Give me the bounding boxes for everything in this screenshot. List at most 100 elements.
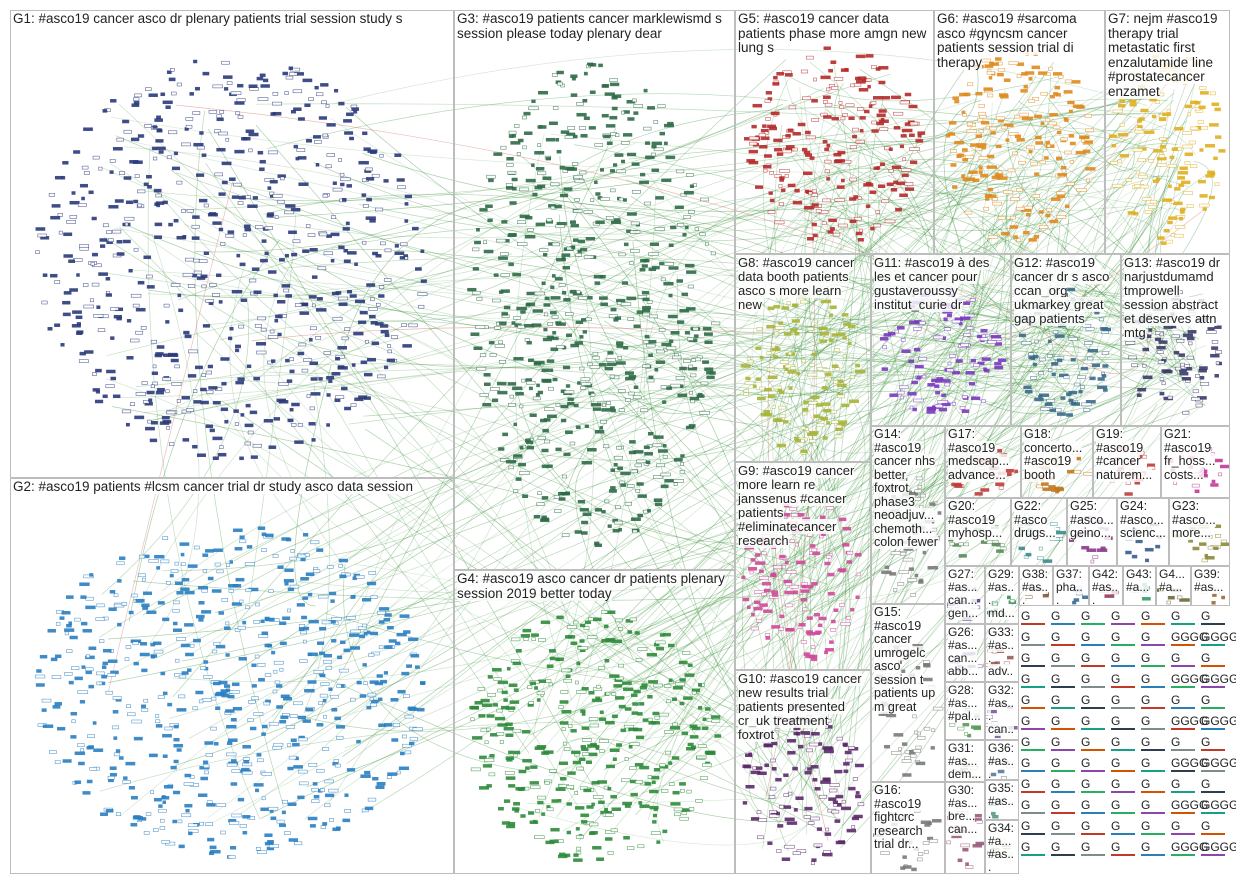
node [212, 400, 221, 405]
edge [239, 421, 538, 815]
node [95, 368, 102, 373]
edge [144, 145, 868, 414]
node [97, 328, 106, 332]
cell-g8: G8: #asco19 cancer data booth patients a… [735, 254, 871, 462]
node [326, 123, 336, 127]
node [208, 386, 218, 390]
node [260, 327, 267, 332]
node [254, 324, 262, 328]
node [92, 252, 98, 257]
edge [575, 460, 635, 661]
group-label-g18: G18: concerto... #asco19 booth [1024, 427, 1083, 482]
edge [830, 375, 1053, 769]
node [290, 208, 301, 212]
node [235, 344, 241, 349]
node [417, 292, 428, 296]
node [69, 288, 78, 292]
node [102, 109, 108, 113]
micro-group-label: G [1081, 840, 1090, 854]
micro-group-mark [1051, 854, 1075, 856]
node [106, 369, 116, 374]
micro-group-mark [1171, 665, 1195, 667]
node [63, 254, 73, 258]
micro-group-label: G [1081, 630, 1090, 644]
micro-group-label: G [1111, 714, 1120, 728]
node [343, 248, 348, 253]
micro-group-label: G [1021, 630, 1030, 644]
edge [348, 370, 1081, 425]
node [248, 148, 253, 153]
micro-group-mark [1051, 749, 1075, 751]
node [340, 182, 345, 187]
edge [858, 98, 1168, 191]
micro-group-mark [1171, 791, 1195, 793]
micro-group-label: G [1051, 777, 1060, 791]
micro-group-label: G [1111, 672, 1120, 686]
node [379, 324, 389, 328]
micro-group-label: G [1141, 714, 1150, 728]
node [47, 327, 53, 331]
node [205, 299, 214, 303]
edge [803, 168, 996, 194]
node [201, 373, 206, 377]
edge [538, 336, 929, 674]
micro-group-mark [1201, 770, 1225, 772]
edge [347, 132, 867, 559]
node [154, 235, 163, 239]
node [112, 394, 121, 399]
edge [223, 317, 800, 681]
node [320, 83, 329, 87]
node [372, 251, 379, 256]
edge [609, 170, 1053, 334]
edge [560, 735, 776, 821]
node [297, 117, 305, 121]
node [354, 262, 358, 266]
group-label-g8: G8: #asco19 cancer data booth patients a… [738, 255, 855, 313]
node [264, 178, 275, 182]
node [344, 131, 354, 135]
edge [161, 351, 831, 591]
edge [517, 291, 595, 752]
edge [516, 391, 800, 545]
micro-group-label: G [1021, 819, 1030, 833]
group-label-g38: G38: #as... [1022, 567, 1049, 606]
micro-group-label: G [1201, 735, 1210, 749]
node [338, 158, 342, 162]
edge [660, 275, 830, 578]
cell-g2: G2: #asco19 patients #lcsm cancer trial … [10, 478, 454, 874]
node [122, 239, 131, 244]
node [277, 300, 286, 304]
node [48, 193, 55, 197]
node [361, 193, 367, 197]
edge [110, 163, 800, 519]
node [314, 85, 319, 90]
micro-group-label: G [1171, 609, 1180, 623]
edge [147, 147, 261, 820]
node [151, 371, 158, 376]
edge [362, 152, 1052, 212]
micro-group-label: G [1171, 819, 1180, 833]
node [248, 132, 259, 137]
micro-group-mark [1201, 749, 1225, 751]
edge [973, 208, 1182, 371]
edge [767, 192, 1184, 399]
edge [794, 90, 1006, 436]
micro-group-label: G [1051, 819, 1060, 833]
cell-g3: G3: #asco19 patients cancer marklewismd … [454, 10, 735, 570]
node [221, 60, 230, 65]
edge [267, 371, 527, 471]
edge [269, 363, 824, 398]
edge [162, 408, 666, 572]
edge [606, 383, 1147, 661]
micro-group-label: G [1171, 693, 1180, 707]
edge [192, 236, 1146, 361]
group-label-g30: G30: #as... bre... can... [948, 783, 978, 836]
node [256, 350, 267, 355]
cell-g15: G15: #asco19 cancer umrogelc asco sessio… [871, 604, 945, 782]
micro-group-label: G [1081, 651, 1090, 665]
group-label-g14: G14: #asco19 cancer nhs better foxtrot p… [874, 427, 938, 549]
node [267, 150, 278, 155]
edge [669, 73, 1162, 763]
